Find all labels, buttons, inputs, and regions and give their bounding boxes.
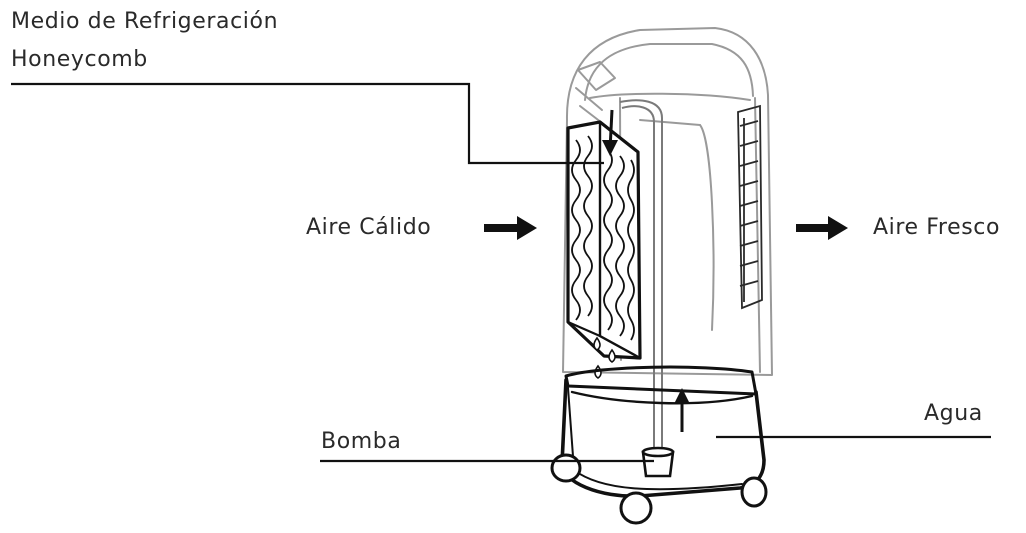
label-water: Agua bbox=[924, 401, 983, 426]
label-warm-air: Aire Cálido bbox=[306, 215, 432, 240]
leader-line-medio bbox=[11, 82, 604, 165]
label-cooling-media-line1: Medio de Refrigeración bbox=[11, 9, 279, 34]
pump bbox=[641, 446, 675, 478]
vent-grille bbox=[737, 104, 763, 310]
tank-flow-arrow bbox=[674, 388, 690, 432]
wheel-front-left bbox=[550, 453, 582, 483]
honeycomb-pad bbox=[566, 120, 642, 360]
cool-air-arrow-icon bbox=[796, 216, 848, 240]
pad-flow-arrow bbox=[602, 109, 618, 156]
label-cool-air: Aire Fresco bbox=[873, 215, 1001, 240]
water-pipe bbox=[619, 99, 663, 448]
leader-lines bbox=[11, 82, 991, 463]
air-arrows bbox=[484, 216, 848, 240]
warm-air-arrow-icon bbox=[484, 216, 537, 240]
wheel-front-center bbox=[619, 491, 653, 525]
wheel-front-right bbox=[740, 476, 768, 508]
label-cooling-media-line2: Honeycomb bbox=[11, 47, 148, 72]
honeycomb-waves bbox=[571, 135, 635, 341]
label-pump: Bomba bbox=[321, 429, 402, 454]
